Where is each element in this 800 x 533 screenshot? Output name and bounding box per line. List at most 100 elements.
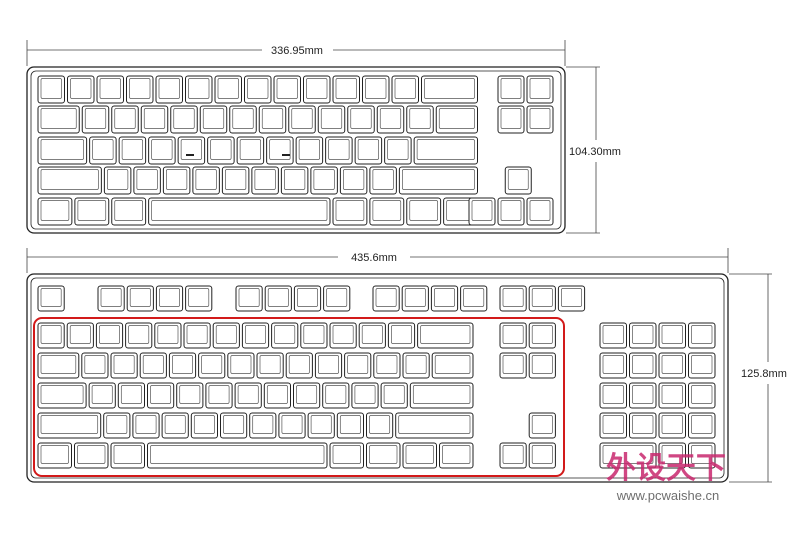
keycap [402,352,430,379]
keycap [599,412,627,439]
keycap [373,352,401,379]
keycap [435,105,478,134]
tkl-height-label: 104.30mm [569,146,621,158]
keycap [688,442,716,469]
keycap [336,412,364,439]
watermark: 外设天下 www.pcwaishe.cn [606,451,726,503]
keycap [528,442,556,469]
keycap [212,322,240,349]
keycap [37,166,102,195]
keycap [263,382,291,409]
tkl-keycaps [37,75,554,226]
keycap [110,352,138,379]
keycap [499,285,527,312]
keycap [249,412,277,439]
keycap [391,75,419,104]
tkl-case [26,66,566,234]
keycap [288,105,316,134]
keycap [599,322,627,349]
keycap [214,75,242,104]
keycap [658,412,686,439]
keycap [66,322,94,349]
keycap [344,352,372,379]
keycap [205,382,233,409]
keycap [37,105,80,134]
keycap [332,197,368,226]
full-height-dimension: 125.8mm [729,273,787,483]
keycap [258,105,287,134]
keycap [497,197,525,226]
keycap [273,75,301,104]
keycap [133,166,161,195]
tkl-case-inner [30,70,562,230]
keycap [398,166,478,195]
keycap [528,412,556,439]
keycap [118,136,147,165]
keycap [528,285,556,312]
keycap [629,412,657,439]
keycap [417,322,474,349]
keycap [285,352,313,379]
keycap [421,75,478,104]
keycap [504,166,532,195]
keycap [155,285,184,312]
keycap [599,352,627,379]
keycap [323,285,351,312]
keycap [369,166,397,195]
keycap [376,105,405,134]
keycap [183,322,211,349]
keycap [147,442,328,469]
keycap [369,197,405,226]
tkl-width-label: 336.95mm [271,45,323,57]
keycap [266,136,294,165]
keycap [125,322,153,349]
keycap [37,352,80,379]
keycap [192,166,220,195]
keycap [97,285,125,312]
keycap [235,285,263,312]
keycap [162,166,191,195]
keycap [37,75,65,104]
keycap [329,322,357,349]
keycap [380,382,408,409]
keycap [406,105,434,134]
keycap [161,412,189,439]
keycap [468,197,496,226]
keycap [74,442,109,469]
keycap [198,352,226,379]
keycap [599,382,627,409]
full-case-inner [30,277,725,479]
keycap [37,285,65,312]
keycap [103,412,131,439]
keycap [354,136,383,165]
keycap [190,412,219,439]
keycap [384,136,412,165]
keycap [111,105,139,134]
keycap [220,412,248,439]
keycap [244,75,272,104]
keycap [430,285,459,312]
keycap [207,136,235,165]
keycap [317,105,346,134]
keycap [155,75,183,104]
keycap [132,412,160,439]
keycap [339,166,368,195]
keycap [293,382,321,409]
keycap [148,136,176,165]
keycap [37,382,87,409]
keycap [688,382,716,409]
keycap [688,412,716,439]
keycap [439,442,474,469]
keycap [264,285,292,312]
highlight-main-block [33,317,565,477]
keycap [307,412,335,439]
keycap [67,75,95,104]
keycap [351,382,379,409]
keycap [658,382,686,409]
keycap [325,136,353,165]
full-height-label: 125.8mm [741,368,787,380]
keycap [314,352,343,379]
keycap [402,442,437,469]
full-keyboard [26,273,729,483]
keycap [528,352,556,379]
